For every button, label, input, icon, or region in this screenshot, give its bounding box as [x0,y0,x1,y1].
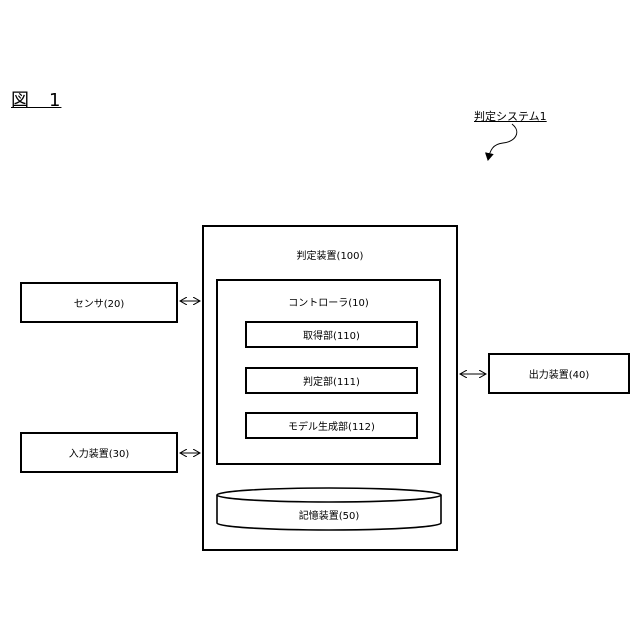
storage-label: 記憶装置(50) [217,507,441,522]
system-pointer-arrow [488,124,517,160]
